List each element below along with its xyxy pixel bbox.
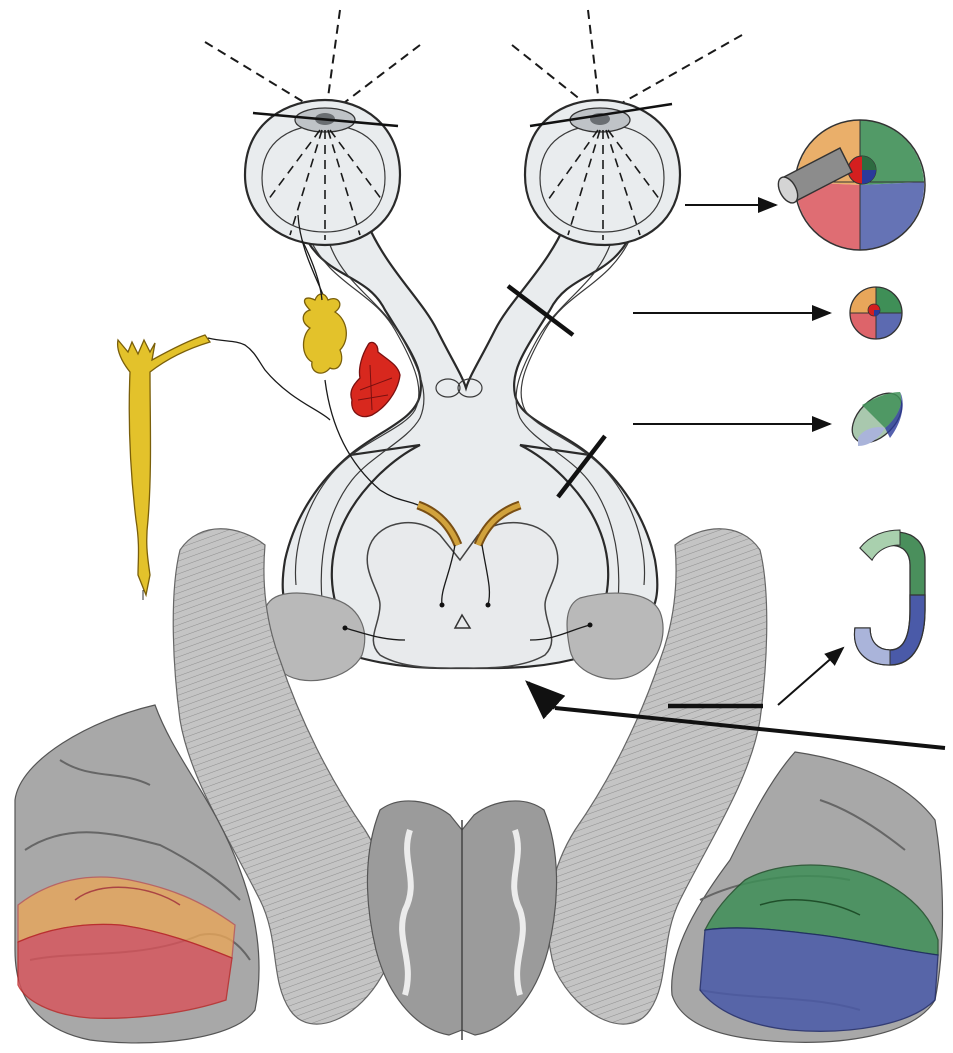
optic-radiation-cross-section: [855, 530, 925, 665]
optic-nerve-cross-section-small: [850, 287, 902, 339]
left-eyeball: [245, 100, 400, 245]
optic-tract-cross-section: [843, 384, 911, 452]
optic-nerve-cross-section-large: [774, 120, 925, 250]
right-eyeball: [525, 100, 680, 245]
red-nucleus-cell: [351, 342, 400, 416]
visual-field-rays: [205, 10, 742, 112]
